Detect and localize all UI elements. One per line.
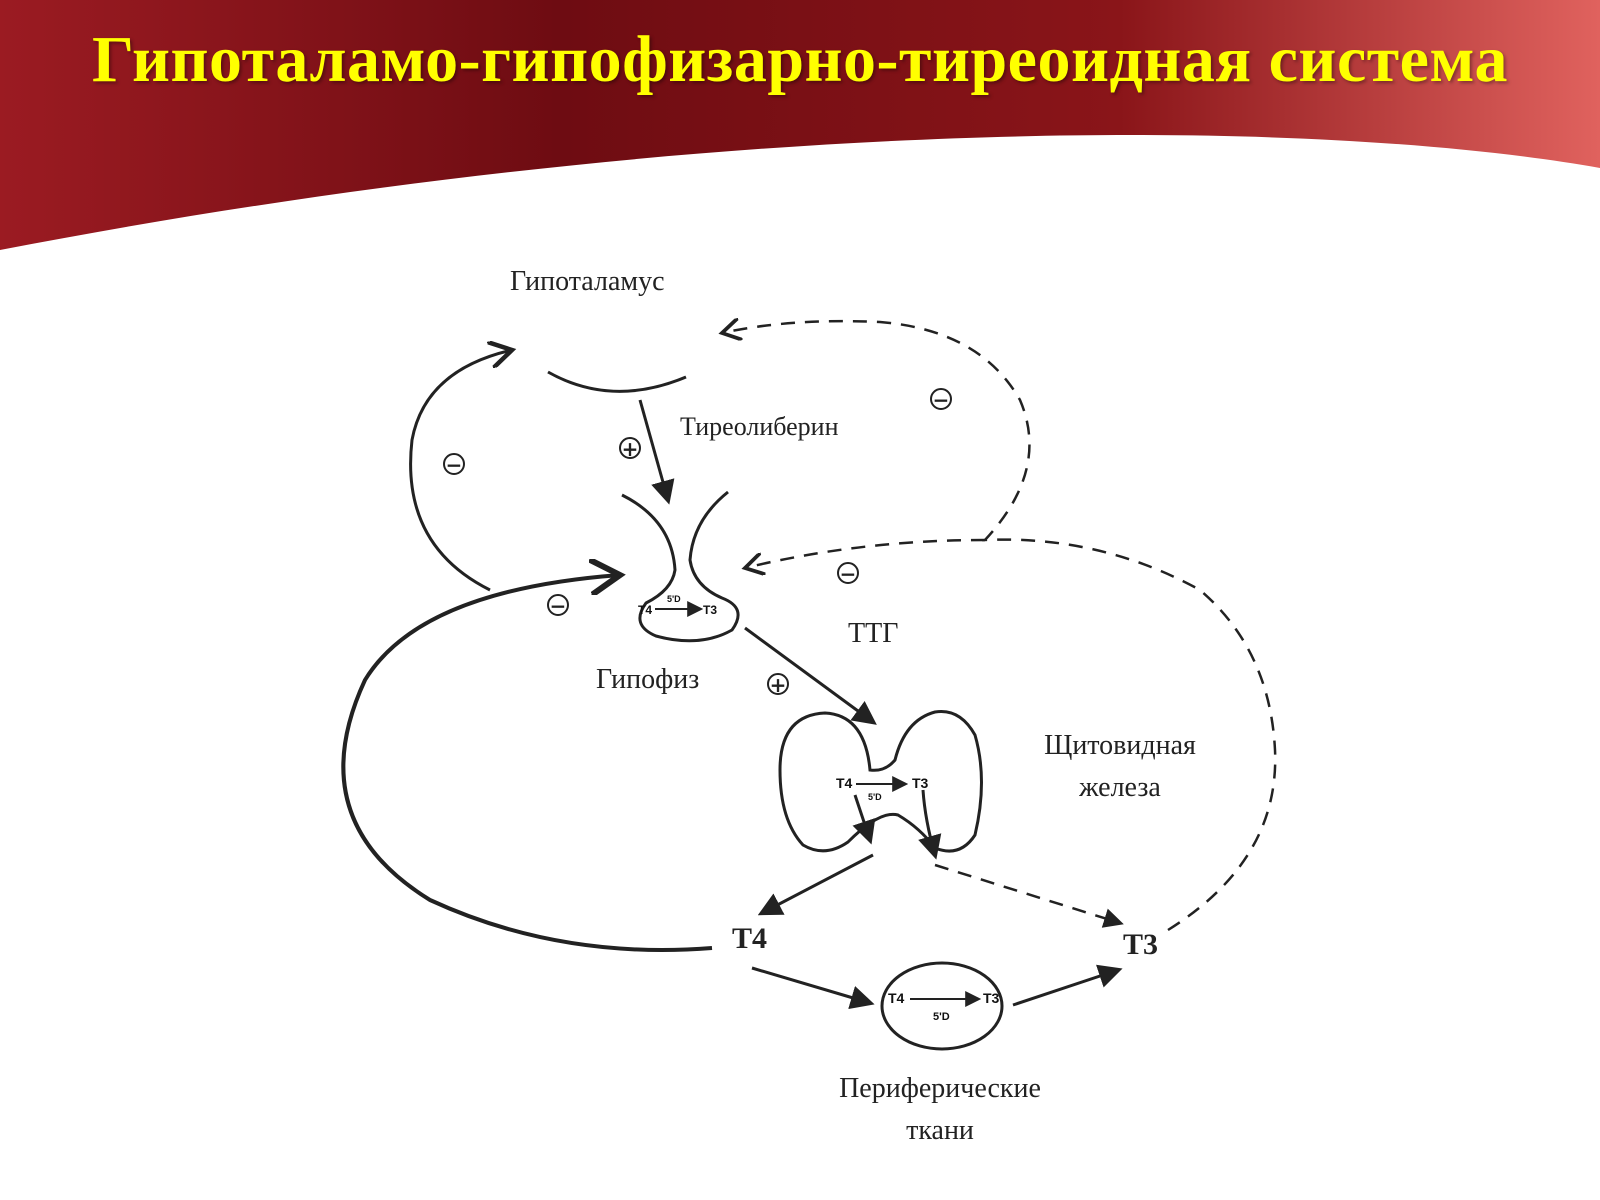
plus-sign: + xyxy=(767,673,789,695)
thyroid-label-line1: Щитовидная xyxy=(1044,730,1196,761)
thyroid-enzyme-label: 5'D xyxy=(868,792,882,802)
t4-to-peripheral-arrow xyxy=(751,966,875,1010)
t3-label: Т3 xyxy=(1123,928,1159,961)
tsh-arrow xyxy=(744,626,877,725)
peripheral-label-line2: ткани xyxy=(906,1115,974,1146)
peripheral-enzyme-label: 5'D xyxy=(933,1011,950,1023)
peripheral-t3-label: T3 xyxy=(983,990,1000,1006)
minus-sign: − xyxy=(837,562,859,584)
peripheral-tissue-shape xyxy=(880,961,1004,1051)
minus-sign: − xyxy=(443,453,465,475)
pituitary-enzyme-label: 5'D xyxy=(667,594,681,604)
thyroliberin-arrow xyxy=(638,399,675,505)
peripheral-conversion: T4 5'D T3 xyxy=(888,990,1000,1023)
hypothalamus-shape xyxy=(547,370,687,393)
thyroid-to-t4-arrow xyxy=(757,853,874,916)
pituitary-conversion: T4 5'D T3 xyxy=(638,594,717,617)
peripheral-label-line1: Периферические xyxy=(839,1073,1041,1104)
t4-label: Т4 xyxy=(732,922,768,955)
minus-sign: − xyxy=(547,594,569,616)
thyroliberin-label: Тиреолиберин xyxy=(680,412,839,441)
peripheral-to-t3-arrow xyxy=(1012,964,1123,1007)
pituitary-t3-label: T3 xyxy=(703,603,717,617)
hypothalamus-label: Гипоталамус xyxy=(510,266,665,297)
pituitary-t4-label: T4 xyxy=(638,603,652,617)
peripheral-t4-label: T4 xyxy=(888,990,905,1006)
t3-pituitary-dashed-loop xyxy=(745,538,986,568)
thyroid-conversion: T4 5'D T3 xyxy=(836,775,929,802)
thyroid-to-t3-dashed-arrow xyxy=(934,863,1124,928)
thyroid-inner-right-arrow xyxy=(918,789,942,860)
pituitary-shape xyxy=(621,490,740,643)
tsh-label: ТТГ xyxy=(848,618,899,649)
pituitary-label: Гипофиз xyxy=(596,664,700,695)
plus-sign: + xyxy=(619,437,641,459)
thyroid-inner-left-arrow xyxy=(852,794,876,845)
pituitary-hypothalamus-loop xyxy=(409,350,512,592)
t4-feedback-loop xyxy=(341,575,713,952)
slide-title: Гипоталамо-гипофизарно-тиреоидная систем… xyxy=(92,23,1508,96)
thyroid-t3-label: T3 xyxy=(912,775,929,791)
thyroid-shape xyxy=(778,709,983,853)
thyroid-label-line2: железа xyxy=(1079,772,1161,803)
title-banner xyxy=(0,0,1600,250)
thyroid-t4-label: T4 xyxy=(836,775,853,791)
minus-sign: − xyxy=(930,388,952,410)
t3-hypothalamus-dashed-loop xyxy=(722,321,1277,932)
